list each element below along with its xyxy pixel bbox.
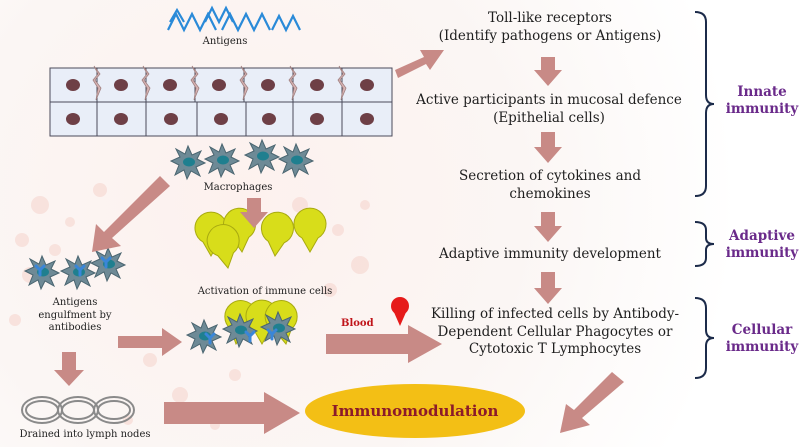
antigens-label: Antigens — [202, 36, 248, 47]
arrow-lymph-to-immuno — [164, 392, 300, 434]
cytokines-text: Secretion of cytokines and chemokines — [458, 168, 642, 202]
flow-arrows — [54, 50, 624, 434]
arrow-engulfment-down — [54, 352, 84, 386]
arrow-engulfment-to-cluster — [118, 328, 182, 356]
arrow-macrophage-to-activation — [240, 198, 268, 228]
active-participants-text: Active participants in mucosal defence (… — [416, 92, 682, 126]
antibody-cell-cluster — [186, 297, 303, 354]
engulfment-cluster — [24, 247, 126, 290]
toll-like-receptor-icon — [92, 65, 347, 101]
cellular-bracket — [694, 297, 715, 379]
blood-pin-icon — [391, 297, 409, 326]
blood-label: Blood — [341, 318, 374, 329]
adaptive-bracket — [694, 221, 715, 267]
arrow-to-toll — [395, 50, 444, 78]
arrow-down-3 — [534, 212, 562, 242]
macrophages-label: Macrophages — [203, 182, 273, 193]
cellular-immunity-label: Cellular immunity — [725, 322, 799, 355]
arrow-down-1 — [534, 57, 562, 86]
drained-label: Drained into lymph nodes — [19, 429, 151, 440]
killing-text: Killing of infected cells by Antibody- D… — [430, 306, 680, 358]
arrow-down-4 — [534, 272, 562, 304]
innate-bracket — [694, 11, 715, 197]
adaptive-development-text: Adaptive immunity development — [439, 246, 661, 262]
epithelial-cell-grid — [49, 65, 393, 137]
engulfment-label: Antigens engulfment by antibodies — [38, 297, 112, 333]
toll-like-receptors-text: Toll-like receptors (Identify pathogens … — [438, 10, 662, 44]
activation-label: Activation of immune cells — [197, 286, 333, 297]
arrow-to-immunomodulation — [560, 372, 624, 433]
arrow-left-down — [92, 176, 170, 252]
antigen-zigzag-icon — [167, 5, 301, 33]
lymph-node-ring-icon — [21, 396, 135, 424]
innate-immunity-label: Innate immunity — [725, 84, 799, 117]
macrophage-icon — [170, 139, 314, 180]
arrow-blood — [326, 325, 442, 363]
immunomodulation-ellipse: Immunomodulation — [305, 384, 525, 438]
brackets — [694, 11, 715, 379]
immunomodulation-label: Immunomodulation — [331, 402, 499, 420]
adaptive-immunity-label: Adaptive immunity — [725, 228, 799, 261]
arrow-down-2 — [534, 132, 562, 163]
